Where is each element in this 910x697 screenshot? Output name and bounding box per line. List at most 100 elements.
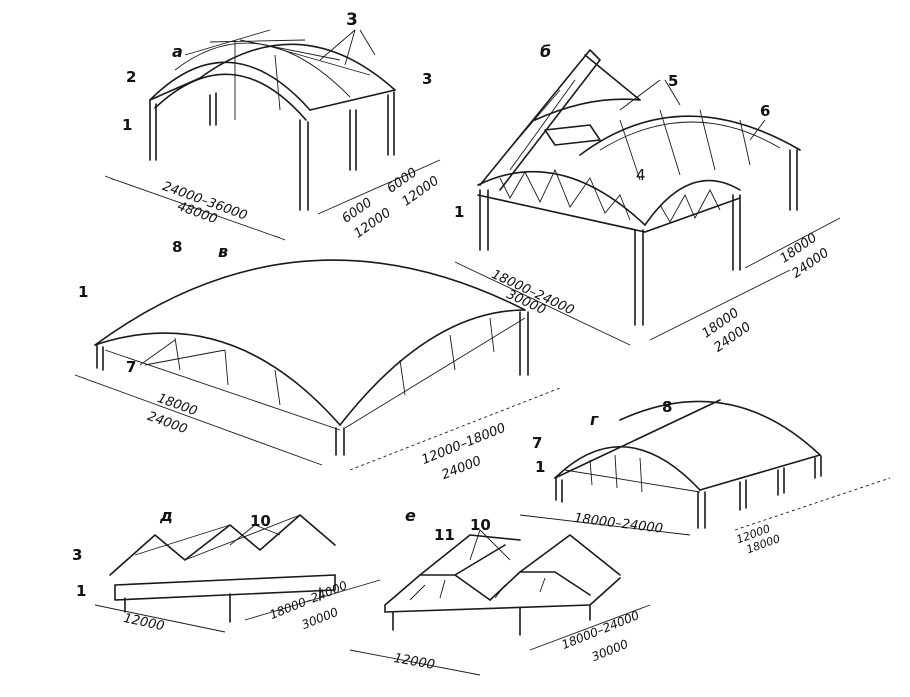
figure-v-side-arch	[339, 309, 526, 426]
figure-a-front-arch-inner	[154, 73, 307, 121]
figure-a-edge-left	[149, 77, 201, 101]
figure-v-dim-line	[74, 374, 323, 466]
crane-cable	[584, 54, 641, 101]
figure-a-column	[387, 91, 395, 156]
figure-e-fold-line	[454, 544, 506, 576]
section-label-v: в	[218, 242, 229, 261]
figure-e-dim-line	[529, 604, 651, 651]
leader-line	[469, 529, 511, 561]
figure-b-truss-web-2	[659, 189, 721, 223]
marker-3-a-right: 3	[422, 70, 433, 88]
figure-v-tie	[104, 349, 341, 431]
figure-a	[104, 29, 441, 241]
figure-d-base	[114, 574, 336, 586]
figure-e	[349, 534, 651, 676]
marker-8-v: 8	[172, 238, 183, 256]
figure-b	[454, 49, 841, 346]
figure-b-dim-line	[744, 217, 841, 269]
figure-g-column	[777, 467, 785, 496]
figure-e-truss	[489, 571, 591, 601]
figure-b-shell-line	[619, 109, 751, 181]
figure-g-shell-top	[619, 400, 821, 456]
marker-11: 11	[434, 526, 455, 544]
figure-b-dim-line	[454, 261, 631, 346]
marker-1-v: 1	[78, 283, 89, 301]
figure-v-diaphragm-post	[174, 317, 495, 406]
crane-boom-lattice	[499, 79, 576, 171]
figure-e-base	[384, 577, 621, 613]
figure-b-dim-line	[649, 269, 791, 341]
figure-b-back-arch	[579, 115, 801, 156]
figure-e-column	[392, 605, 591, 636]
figure-a-dim-line	[317, 159, 441, 215]
leader-line	[319, 29, 376, 66]
marker-1-g: 1	[535, 458, 546, 476]
figure-v-front-arch	[94, 332, 341, 426]
figure-g-column	[814, 455, 822, 479]
leader-lines	[139, 29, 766, 561]
leader-line	[749, 119, 766, 141]
figure-b-column	[479, 189, 489, 251]
crane-boom	[479, 49, 601, 191]
figure-d-dim-line	[94, 604, 226, 633]
marker-5: 5	[668, 72, 679, 90]
leader-line	[619, 79, 681, 111]
figure-a-panel-line	[174, 42, 351, 98]
marker-1-b: 1	[454, 203, 465, 221]
marker-3-d: 3	[72, 546, 83, 564]
figure-b-truss-arch-2	[644, 179, 741, 226]
marker-2: 2	[126, 68, 137, 86]
figure-a-dim-line	[109, 177, 281, 239]
figure-b-column	[789, 149, 798, 211]
marker-1-d: 1	[76, 582, 87, 600]
figure-b-shell-line	[599, 121, 781, 151]
figure-e-truss-web	[409, 577, 546, 601]
figure-d-fold-line	[134, 514, 301, 561]
figure-g-diaphragm-post	[589, 454, 643, 493]
figure-a-back-arch	[199, 43, 396, 91]
section-label-g: г	[590, 410, 599, 429]
figure-d-dim-line	[244, 579, 381, 621]
figure-g-column	[697, 491, 706, 529]
figure-d	[94, 514, 381, 633]
marker-1-a: 1	[122, 116, 133, 134]
leader-line	[139, 339, 226, 366]
marker-8-g: 8	[662, 398, 673, 416]
figure-a-column	[149, 99, 157, 161]
marker-4: 4	[636, 166, 646, 184]
figure-e-fold	[519, 534, 621, 576]
figure-e-truss	[384, 574, 491, 606]
figure-d-edge-beam	[114, 574, 336, 601]
figure-b-truss-web	[499, 168, 631, 221]
marker-10-d: 10	[250, 512, 271, 530]
figure-a-panel-line	[234, 40, 281, 120]
figure-e-fold	[419, 534, 521, 576]
crane-hook	[544, 124, 601, 146]
figure-a-front-arch	[149, 61, 311, 111]
figure-g-dim-line	[734, 477, 891, 531]
figure-v-tie	[344, 317, 526, 429]
section-label-e: е	[405, 506, 416, 525]
figure-a-edge-right	[309, 89, 396, 111]
figure-v-column	[335, 427, 345, 456]
section-label-b: б	[540, 42, 552, 61]
figure-g	[519, 399, 891, 536]
figure-b-column	[634, 229, 644, 326]
figure-a-panel-line	[184, 29, 371, 76]
figure-v-column	[96, 344, 104, 371]
figure-b-column	[732, 194, 741, 271]
section-label-a: а	[172, 42, 183, 61]
marker-3-a-top: 3	[346, 10, 358, 30]
figure-g-column	[739, 479, 747, 511]
leader-line	[229, 524, 281, 546]
figure-v	[74, 259, 561, 471]
marker-7-v: 7	[126, 358, 137, 376]
figure-a-column	[209, 92, 217, 126]
marker-7-g: 7	[532, 434, 543, 452]
figure-b-truss-arch	[477, 170, 646, 226]
figure-a-column	[349, 109, 357, 171]
figure-b-truss-chord-2	[644, 197, 741, 233]
figure-b-lifted-shell	[534, 98, 641, 121]
